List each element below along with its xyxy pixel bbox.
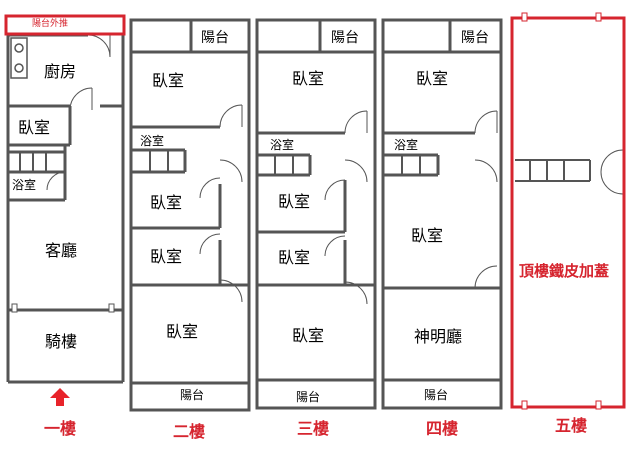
floor-2-plan: [129, 18, 251, 412]
floor-3-stairs: [274, 155, 294, 175]
f2-bedroom-4-label: 臥室: [166, 322, 199, 341]
floor-4-plan: [381, 18, 503, 410]
f1-arcade-label: 騎樓: [45, 332, 78, 351]
entrance-arrow-icon: [50, 388, 70, 406]
f2-bedroom-1-label: 臥室: [152, 71, 185, 90]
f1-living-room-label: 客廳: [45, 241, 78, 260]
f3-bathroom-label: 浴室: [270, 138, 295, 152]
f2-balcony-bottom-label: 陽台: [180, 388, 205, 402]
f4-bedroom-2-label: 臥室: [411, 226, 444, 245]
f2-bedroom-2-label: 臥室: [150, 193, 183, 212]
f4-shrine-hall-label: 神明廳: [414, 327, 463, 346]
f3-balcony-bottom-label: 陽台: [296, 390, 321, 404]
f4-bathroom-label: 浴室: [394, 138, 419, 152]
balcony-extension-highlight: [4, 14, 126, 36]
f3-bedroom-3-label: 臥室: [278, 248, 311, 267]
f5-rooftop-addition-label: 頂樓鐵皮加蓋: [519, 262, 610, 280]
floor-3-plan: [255, 18, 377, 410]
f1-kitchen-label: 廚房: [44, 62, 77, 81]
f3-bedroom-2-label: 臥室: [278, 192, 311, 211]
floor-5-label: 五樓: [554, 416, 588, 435]
f2-bathroom-label: 浴室: [140, 134, 165, 148]
f4-bedroom-1-label: 臥室: [416, 69, 449, 88]
f3-bedroom-1-label: 臥室: [292, 69, 325, 88]
f4-balcony-top-label: 陽台: [461, 30, 489, 46]
f3-balcony-top-label: 陽台: [331, 30, 359, 46]
f1-bathroom-label: 浴室: [12, 178, 37, 192]
f2-bedroom-3-label: 臥室: [150, 247, 183, 266]
floor-1-stairs: [19, 152, 47, 172]
f1-bedroom-label: 臥室: [18, 118, 51, 137]
rooftop-addition-outline: [510, 16, 626, 409]
floor-2-stairs: [149, 150, 169, 172]
f3-bedroom-4-label: 臥室: [292, 326, 325, 345]
floor-5-stairs: [515, 159, 591, 182]
floor-4-stairs: [401, 155, 421, 175]
floor-2-label: 二樓: [172, 422, 206, 441]
floor-1-plan: [6, 33, 125, 384]
f4-balcony-bottom-label: 陽台: [424, 388, 449, 402]
f2-balcony-top-label: 陽台: [201, 30, 229, 46]
floor-3-label: 三樓: [296, 419, 330, 438]
floor-4-label: 四樓: [425, 419, 459, 438]
f1-balcony-extension-label: 陽台外推: [32, 19, 69, 29]
floor-1-label: 一樓: [43, 419, 77, 438]
